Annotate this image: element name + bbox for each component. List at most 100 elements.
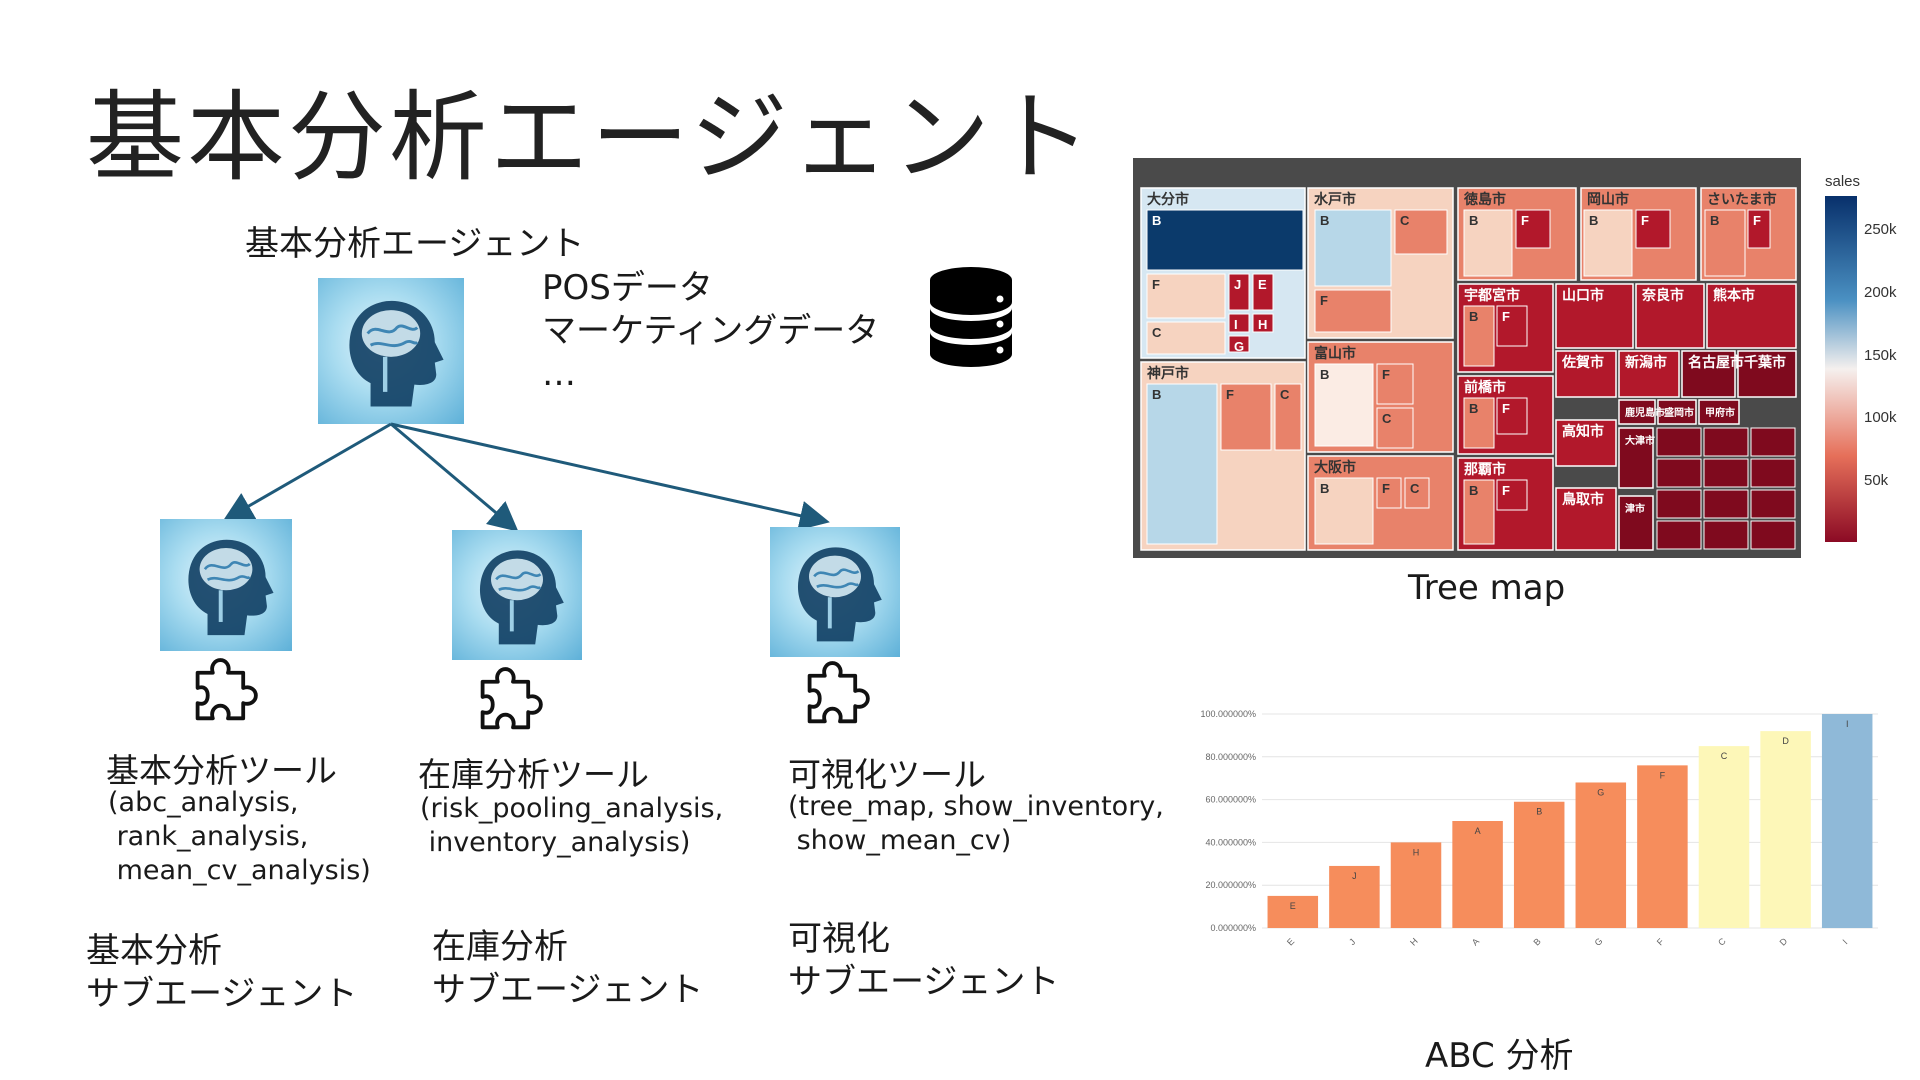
treemap-city-label: 富山市 — [1314, 345, 1356, 361]
treemap-cell — [1496, 479, 1528, 511]
colorbar-tick: 100k — [1864, 409, 1897, 426]
tool-name-inventory: 在庫分析ツール — [418, 755, 649, 794]
treemap-cell-label: C — [1400, 213, 1410, 228]
y-tick-label: 60.000000% — [1205, 795, 1256, 805]
bar-label: E — [1290, 901, 1296, 911]
treemap-cell — [1146, 383, 1218, 545]
treemap-cell-label: B — [1320, 367, 1329, 382]
colorbar-tick: 200k — [1864, 284, 1897, 301]
treemap-cell — [1146, 209, 1304, 271]
treemap-cell-label: C — [1410, 481, 1420, 496]
treemap-region — [1618, 427, 1654, 489]
treemap-cell — [1394, 209, 1448, 255]
brain-head-icon — [349, 300, 444, 407]
colorbar-title: sales — [1825, 173, 1860, 190]
treemap-city-label: 新潟市 — [1625, 354, 1667, 370]
puzzle-icon — [480, 667, 543, 730]
treemap-cell — [1252, 313, 1274, 333]
treemap-cell — [1314, 289, 1392, 333]
x-tick-label: H — [1408, 936, 1420, 948]
x-tick-label: I — [1841, 937, 1850, 946]
sub-agent-avatar-visual — [770, 527, 900, 657]
treemap-region — [1657, 399, 1697, 425]
bar-label: A — [1475, 826, 1481, 836]
treemap-cell-label: F — [1753, 213, 1761, 228]
puzzle-icon — [195, 658, 258, 721]
treemap-cell-label: I — [1234, 317, 1238, 332]
bar — [1698, 746, 1750, 928]
bar-label: J — [1352, 871, 1357, 881]
treemap-city-label: 那覇市 — [1464, 461, 1506, 477]
bar-label: D — [1782, 736, 1789, 746]
colorbar-tick: 150k — [1864, 347, 1897, 364]
treemap-city-label: 熊本市 — [1713, 287, 1755, 303]
abc-caption: ABC 分析 — [1425, 1036, 1574, 1076]
x-tick-label: A — [1470, 936, 1481, 947]
treemap-cell — [1656, 458, 1702, 488]
treemap-cell-label: F — [1502, 483, 1510, 498]
treemap-cell-label: F — [1382, 481, 1390, 496]
sub-agent-avatar-basic — [160, 519, 292, 651]
treemap-cell-label: B — [1710, 213, 1719, 228]
main-agent-label: 基本分析エージェント — [245, 224, 585, 264]
treemap-cell — [1750, 427, 1796, 457]
treemap-region — [1555, 419, 1617, 467]
treemap-cell — [1496, 305, 1528, 347]
treemap-region — [1681, 350, 1736, 398]
treemap-cell — [1228, 335, 1250, 353]
treemap-caption: Tree map — [1408, 568, 1566, 608]
treemap-cell — [1703, 427, 1749, 457]
x-tick-label: B — [1531, 936, 1542, 947]
data-source-marketing: マーケティングデータ — [542, 311, 880, 351]
treemap-cell — [1463, 479, 1495, 545]
treemap-cell-label: F — [1226, 387, 1234, 402]
database-icon — [930, 267, 1012, 367]
treemap-cell-label: F — [1502, 309, 1510, 324]
colorbar — [1825, 196, 1857, 542]
treemap-cell — [1228, 313, 1250, 333]
treemap-cell — [1747, 209, 1771, 249]
tool-name-visual: 可視化ツール — [788, 755, 986, 794]
treemap-city-label: 奈良市 — [1641, 287, 1684, 303]
treemap-cell — [1750, 489, 1796, 519]
treemap-cell — [1704, 209, 1746, 277]
treemap-region — [1555, 350, 1617, 398]
data-source-more: … — [542, 354, 576, 394]
puzzle-icon — [807, 661, 870, 724]
treemap-cell — [1274, 383, 1302, 451]
treemap-cell — [1635, 209, 1671, 249]
treemap-city-label: 名古屋市 — [1688, 354, 1744, 370]
treemap-cell — [1703, 520, 1749, 550]
treemap-cell-label: B — [1469, 213, 1478, 228]
treemap-cell — [1463, 209, 1513, 277]
bar-label: F — [1660, 770, 1666, 780]
treemap-city-label: 徳島市 — [1463, 191, 1506, 207]
treemap-cell-label: B — [1589, 213, 1598, 228]
data-source-pos: POSデータ — [542, 268, 713, 308]
treemap-region — [1698, 399, 1740, 425]
treemap-city-label: 鹿児島市 — [1625, 406, 1665, 419]
abc-chart: 0.000000%20.000000%40.000000%60.000000%8… — [1150, 700, 1890, 960]
bar — [1637, 765, 1688, 928]
treemap-cell-label: G — [1234, 339, 1244, 354]
treemap-cell-label: C — [1152, 325, 1162, 340]
treemap-cell-label: F — [1641, 213, 1649, 228]
bar-label: G — [1597, 787, 1604, 797]
x-tick-label: G — [1593, 936, 1605, 948]
treemap-cell — [1314, 477, 1374, 545]
bar-label: C — [1721, 751, 1728, 761]
treemap-cell-label: C — [1280, 387, 1290, 402]
bar — [1452, 821, 1503, 928]
bar — [1575, 782, 1627, 928]
treemap-cell-label: F — [1521, 213, 1529, 228]
treemap-cell-label: B — [1152, 213, 1161, 228]
tool-functions-basic: (abc_analysis, rank_analysis, mean_cv_an… — [108, 787, 371, 886]
sub-agent-avatar-inventory — [452, 530, 582, 660]
treemap-cell — [1750, 520, 1796, 550]
y-tick-label: 40.000000% — [1205, 837, 1256, 847]
bar-label: I — [1846, 719, 1849, 729]
treemap-region — [1618, 350, 1680, 398]
colorbar-tick: 50k — [1864, 472, 1889, 489]
